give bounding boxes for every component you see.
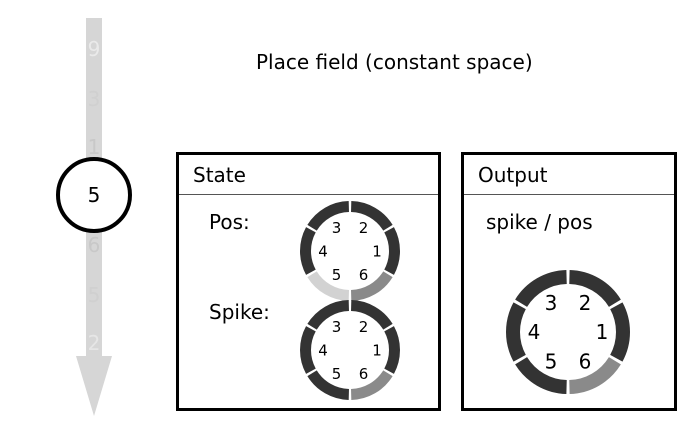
faded-digit: 1 bbox=[88, 135, 101, 159]
faded-digit: 2 bbox=[88, 331, 101, 355]
faded-digit: 3 bbox=[88, 87, 101, 111]
output-header-label: Output bbox=[478, 163, 548, 187]
diagram-title: Place field (constant space) bbox=[256, 50, 533, 74]
state-header-label: State bbox=[193, 163, 246, 187]
output-label: spike / pos bbox=[486, 210, 593, 234]
spike-label: Spike: bbox=[209, 300, 270, 324]
state-panel-header: State bbox=[179, 155, 438, 195]
output-panel-header: Output bbox=[464, 155, 674, 195]
current-item-circle bbox=[56, 157, 132, 233]
sequence-arrow: 9 3 1 5 6 5 2 bbox=[56, 18, 132, 416]
faded-digit: 5 bbox=[88, 283, 101, 307]
arrow-head bbox=[76, 356, 112, 416]
faded-digit: 9 bbox=[88, 37, 101, 61]
faded-digit: 6 bbox=[88, 233, 101, 257]
current-item: 5 bbox=[88, 183, 101, 207]
state-panel: State Pos: Spike: bbox=[176, 152, 441, 411]
pos-label: Pos: bbox=[209, 210, 250, 234]
output-panel: Output spike / pos bbox=[461, 152, 677, 411]
